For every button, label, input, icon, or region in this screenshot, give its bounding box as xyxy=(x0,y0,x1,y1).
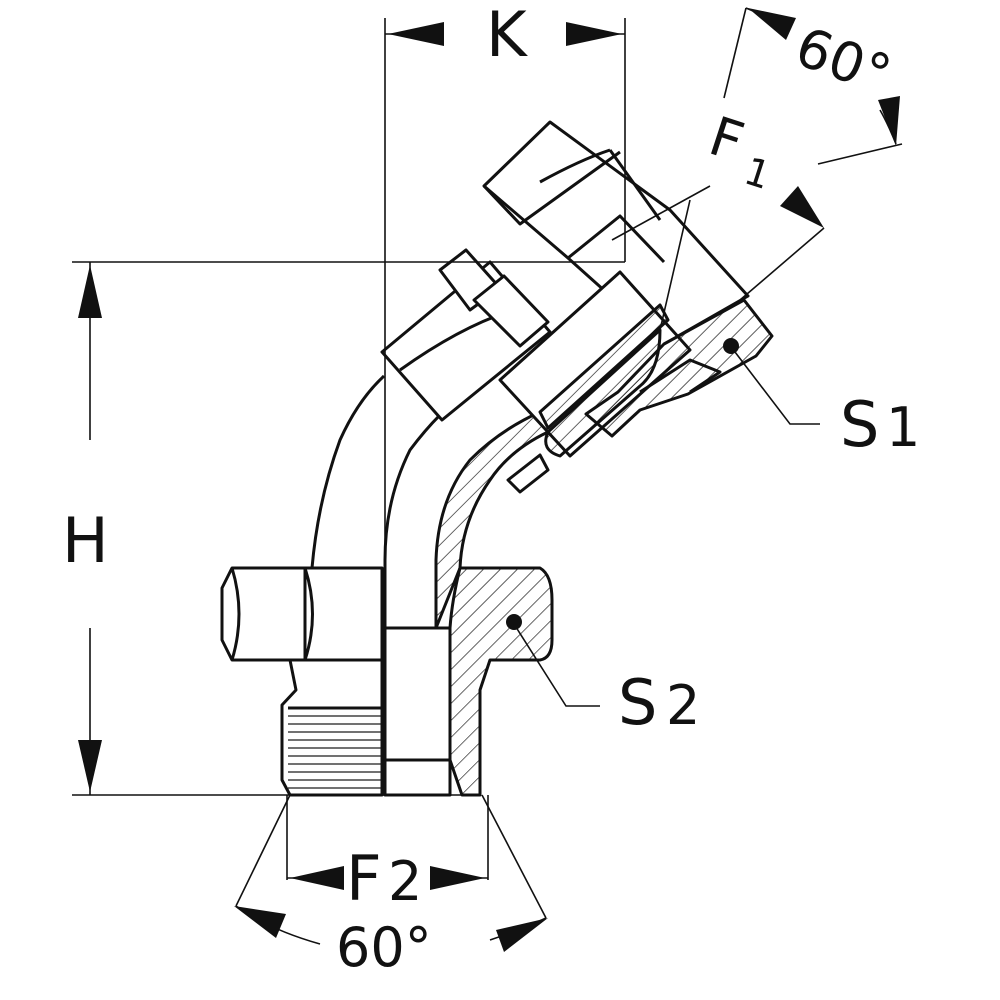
svg-text:2: 2 xyxy=(666,674,700,737)
angle-bottom-arrow-right xyxy=(496,918,548,952)
label-s1: S 1 xyxy=(840,388,920,461)
f1-arrow xyxy=(780,186,824,228)
svg-text:1: 1 xyxy=(886,396,920,459)
seal-s1-dot xyxy=(723,338,739,354)
svg-text:2: 2 xyxy=(388,850,422,913)
label-angle-top: 60° xyxy=(788,15,899,107)
label-f2: F 2 xyxy=(346,842,422,915)
label-h: H xyxy=(62,504,109,577)
f2-arrow-left xyxy=(290,866,344,890)
fitting-body xyxy=(220,120,774,797)
angle-top-arrow-right xyxy=(878,96,900,146)
label-f1: F 1 xyxy=(702,104,776,198)
angle-bottom-arrow-left xyxy=(234,906,286,938)
label-s2: S 2 xyxy=(618,666,700,739)
angle-top-arrow-left xyxy=(748,8,796,40)
svg-text:1: 1 xyxy=(739,149,776,198)
label-angle-bottom: 60° xyxy=(336,916,432,979)
h-arrow-top xyxy=(78,265,102,318)
arrowheads xyxy=(78,8,900,952)
label-k: K xyxy=(486,0,528,71)
seal-s2-dot xyxy=(506,614,522,630)
bottom-hex-section xyxy=(448,566,554,797)
k-arrow-right xyxy=(566,22,622,46)
f2-arrow-right xyxy=(430,866,485,890)
svg-text:S: S xyxy=(618,666,657,739)
bent-pipe-outer xyxy=(310,374,386,569)
svg-text:F: F xyxy=(702,104,751,174)
k-arrow-left xyxy=(388,22,444,46)
svg-text:F: F xyxy=(346,842,382,915)
inner-tube xyxy=(383,626,452,797)
bottom-hex-nut xyxy=(220,566,384,662)
h-arrow-bottom xyxy=(78,740,102,792)
svg-text:S: S xyxy=(840,388,879,461)
thread-hatch xyxy=(288,708,382,790)
